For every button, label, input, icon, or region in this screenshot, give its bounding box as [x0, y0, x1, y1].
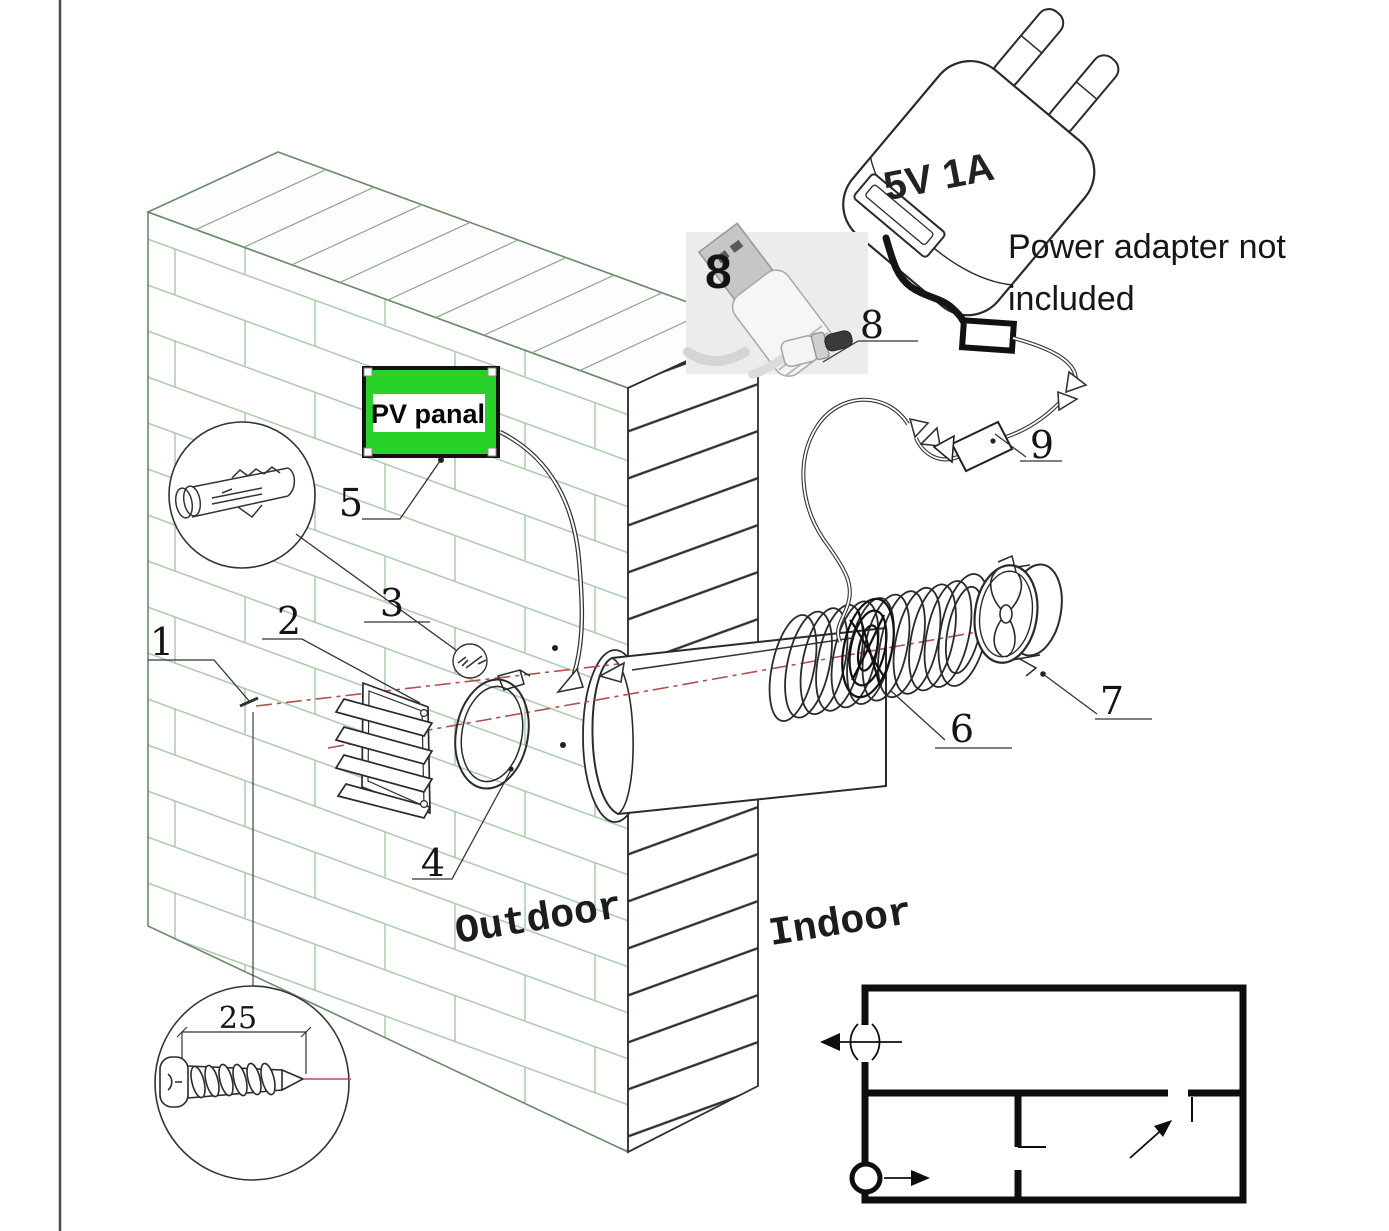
photo-dc-cable	[748, 352, 790, 379]
airflow-arrow-in	[911, 1170, 930, 1186]
wire-arrow	[555, 667, 585, 694]
wire-arrow	[1065, 370, 1088, 394]
wire-arrow	[1057, 390, 1079, 412]
wire-arrow	[919, 426, 941, 447]
schematic-fan-symbol	[840, 1023, 902, 1061]
louver-slat	[336, 783, 432, 819]
callout-numbers: 1 2 3 4 5 6 7 8 9	[150, 303, 1124, 885]
callout-6: 6	[950, 707, 974, 751]
hose-clamp	[454, 669, 531, 790]
callout-1: 1	[150, 620, 174, 664]
power-adapter-drawing: 5V 1A	[842, 8, 1120, 354]
louver-slat	[334, 754, 434, 793]
duct-wire	[631, 637, 853, 671]
louver-vent	[334, 681, 434, 819]
pv-panel-label: PV panal	[362, 366, 500, 463]
wire-arrow	[597, 661, 626, 684]
callout-3: 3	[380, 581, 404, 625]
screw-head	[159, 1056, 189, 1108]
photo-usb-cable-white	[683, 347, 750, 367]
cable-connector-box	[958, 317, 1018, 354]
power-wire-run	[801, 336, 1088, 643]
dimension-25	[176, 1026, 312, 1074]
screw-centerline	[255, 663, 619, 707]
exhaust-fan	[973, 554, 1063, 677]
callout-5: 5	[339, 481, 363, 525]
screw-detail: 25	[154, 985, 351, 1181]
inline-connector	[950, 420, 1014, 473]
fan-inside-duct	[841, 597, 895, 699]
wall-anchor-detail	[168, 421, 316, 569]
clamp-leader-dot	[508, 766, 514, 772]
adapter-note-line2: included	[1008, 280, 1135, 318]
schematic-inlet-vent	[849, 1161, 883, 1195]
callout-2: 2	[277, 599, 301, 643]
photo-part-number: 8	[705, 246, 732, 299]
louver-slat	[334, 698, 434, 737]
callout-leaders	[148, 340, 1152, 986]
adapter-note-line1: Power adapter not	[1008, 228, 1286, 266]
wire-arrow	[908, 417, 930, 439]
callout-8-cable: 8	[860, 303, 884, 347]
schematic-inner-walls	[865, 1089, 1243, 1200]
callout-4: 4	[421, 841, 445, 885]
louver-slat	[334, 726, 434, 765]
dimension-25-label: 25	[219, 1001, 257, 1036]
airflow-arrow-out	[820, 1033, 840, 1051]
pv-panel-text: PV panal	[371, 399, 485, 429]
floorplan-schematic	[820, 984, 1247, 1204]
indoor-label: Indoor	[766, 891, 915, 958]
wall-top-joints	[195, 169, 711, 371]
pv-panel-wire	[498, 429, 626, 694]
callout-7: 7	[1100, 679, 1124, 723]
flexible-duct	[768, 573, 991, 722]
photo-dc-tip	[824, 330, 853, 352]
usb-cable-photo: 8	[683, 222, 868, 379]
connector-leader-dot	[990, 438, 996, 444]
vent-screw-detail	[452, 643, 488, 679]
adapter-cable	[882, 234, 970, 331]
callout-9: 9	[1030, 423, 1054, 467]
